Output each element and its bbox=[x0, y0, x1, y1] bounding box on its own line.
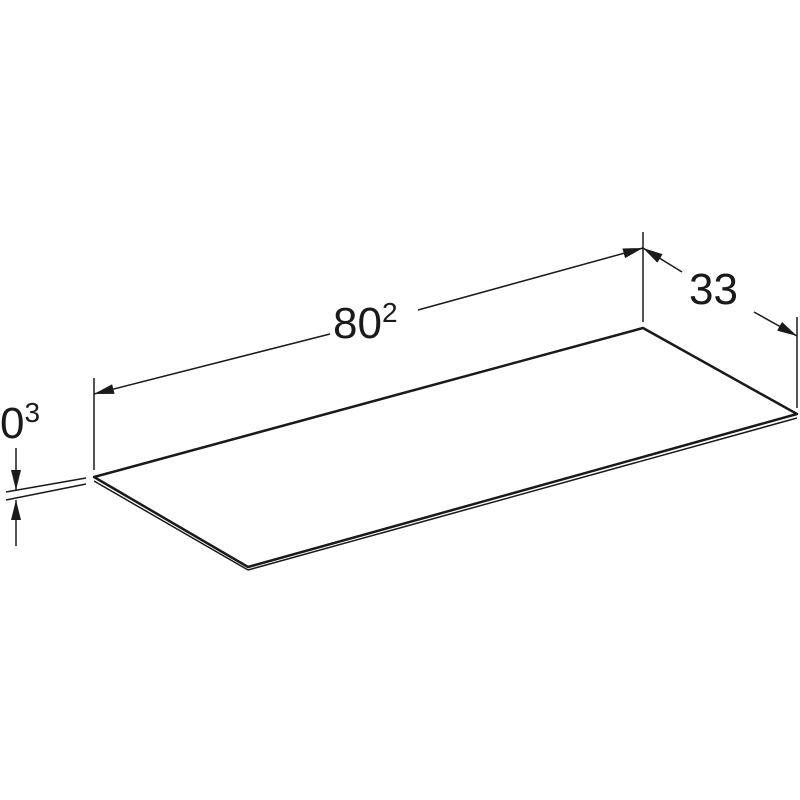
length-dimension-line-left bbox=[93, 333, 331, 395]
length-dimension-label: 802 bbox=[333, 297, 398, 348]
depth-dimension-label: 33 bbox=[689, 265, 738, 314]
thickness-value: 0 bbox=[0, 399, 24, 448]
panel-top-surface bbox=[92, 326, 799, 569]
thickness-dimension-label: 03 bbox=[0, 397, 40, 448]
length-dimension-line-right bbox=[417, 247, 644, 311]
length-value: 80 bbox=[333, 299, 382, 348]
depth-dimension-line-bottom bbox=[753, 311, 798, 337]
thickness-extension-top bbox=[5, 477, 87, 493]
depth-dimension-line-top bbox=[642, 247, 683, 273]
thickness-superscript: 3 bbox=[24, 397, 40, 428]
panel-right-edge bbox=[247, 417, 798, 571]
thickness-extension-bottom bbox=[5, 483, 87, 501]
length-superscript: 2 bbox=[382, 297, 398, 328]
panel-front-edge bbox=[93, 480, 249, 571]
